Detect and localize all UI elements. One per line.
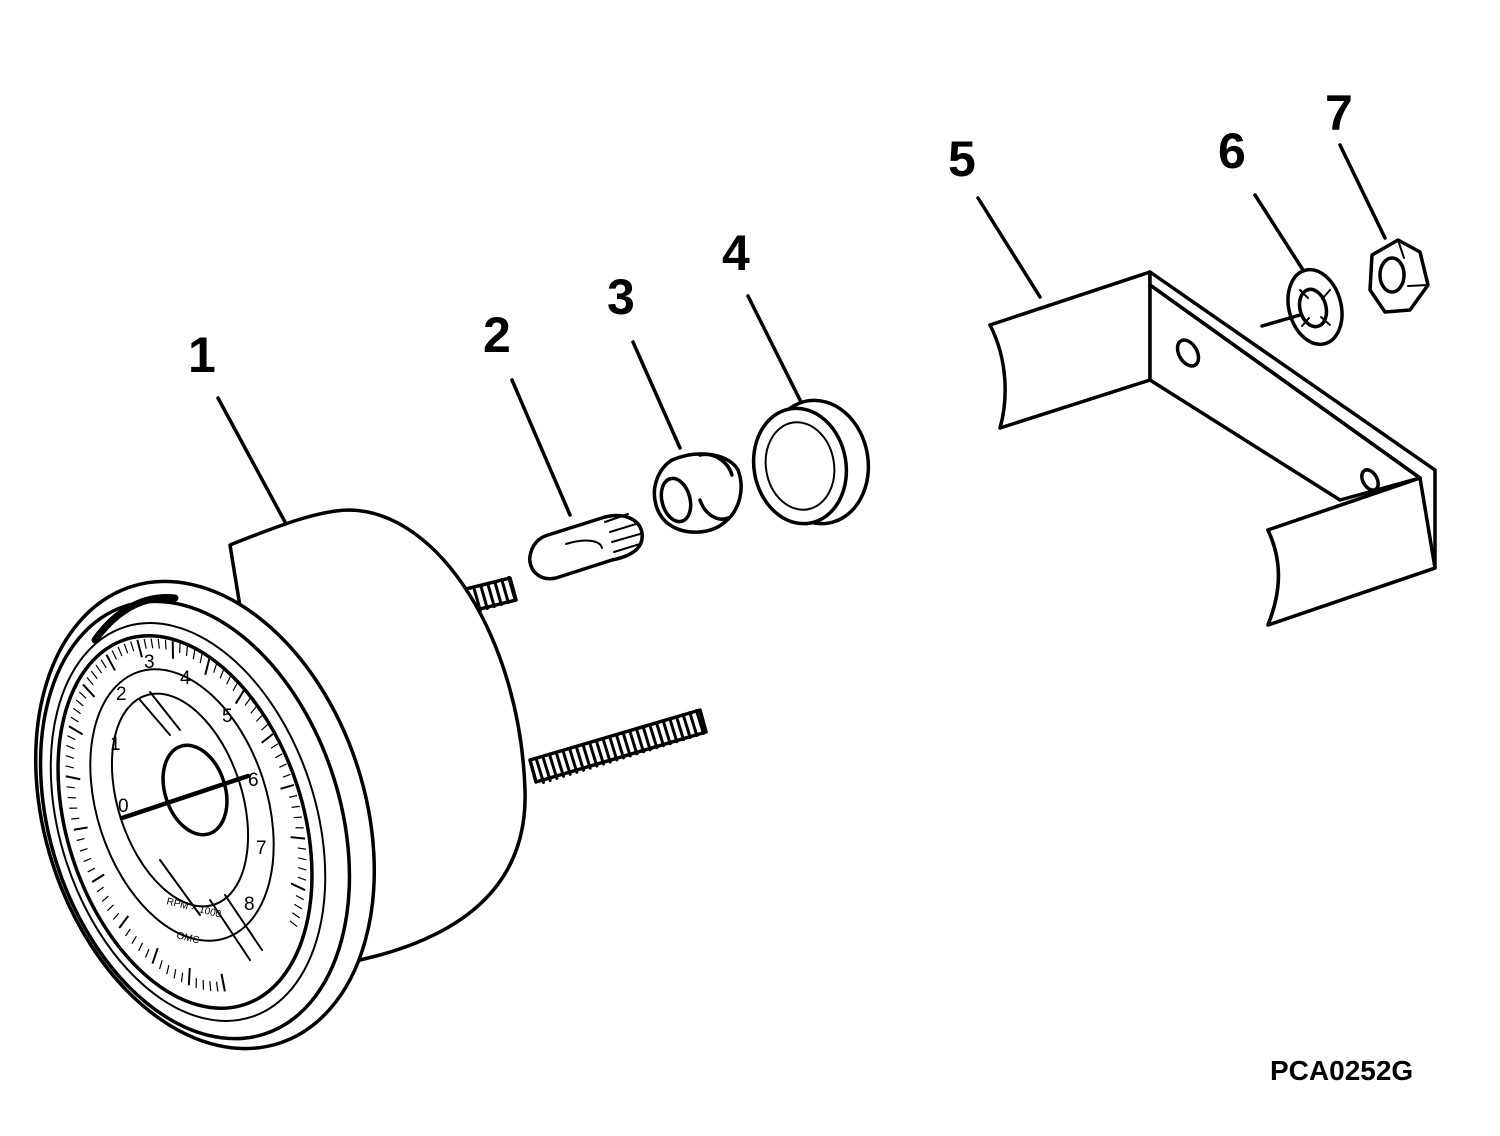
dial-number: 5 (222, 706, 233, 727)
nut-part (1368, 238, 1430, 314)
dial-ticks (65, 638, 307, 992)
long-stud (528, 708, 708, 784)
callout-5: 5 (948, 131, 976, 187)
dial-number: 2 (116, 684, 127, 705)
callout-7: 7 (1325, 85, 1353, 141)
glass-glare (139, 691, 263, 961)
needle (119, 773, 251, 821)
callout-3: 3 (607, 269, 635, 325)
figure-reference-code: PCA0252G (1270, 1055, 1413, 1086)
callout-labels: 1 2 3 4 5 6 7 (188, 85, 1353, 383)
grommet-part (751, 398, 871, 526)
dial-number: 1 (110, 734, 121, 755)
dial-number: 0 (118, 796, 129, 817)
dial-number: 7 (256, 838, 267, 859)
callout-1: 1 (188, 327, 216, 383)
dial-number: 6 (248, 770, 259, 791)
center-hub (161, 743, 229, 837)
lock-washer-part (1286, 267, 1344, 347)
dial-number: 3 (144, 652, 155, 673)
socket-part (652, 452, 743, 534)
bulb-part (528, 513, 644, 581)
callout-2: 2 (483, 307, 511, 363)
leader-lines (216, 143, 1387, 524)
callout-6: 6 (1218, 123, 1246, 179)
callout-4: 4 (722, 225, 750, 281)
dial-number: 8 (244, 894, 255, 915)
gauge-body (33, 508, 527, 1051)
bracket-part (988, 270, 1437, 627)
dial-brand-text: OMC (175, 930, 200, 946)
dial-number: 4 (180, 668, 191, 689)
